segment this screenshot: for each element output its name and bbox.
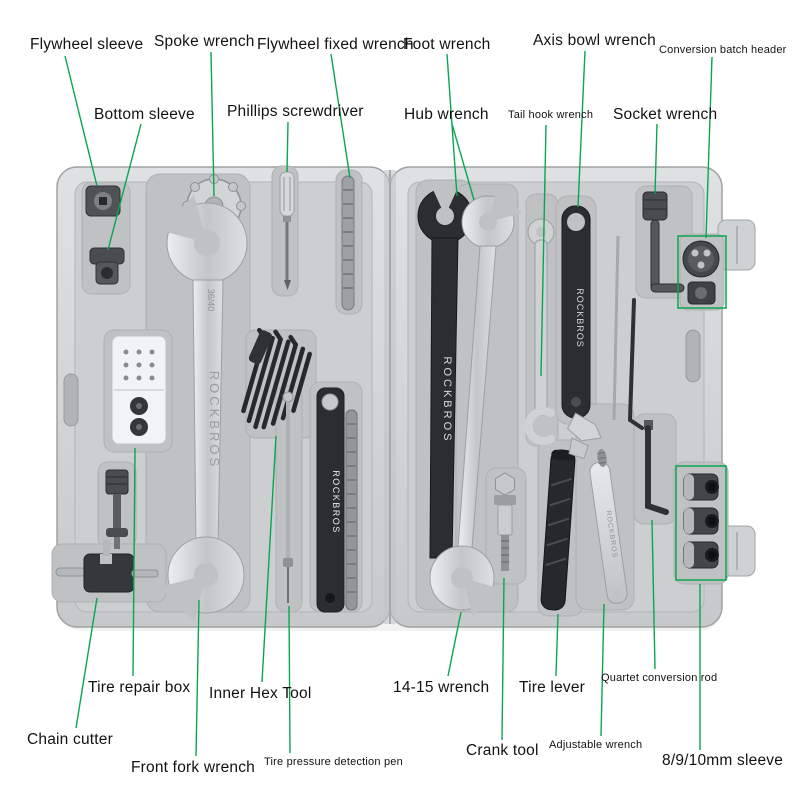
label-inner-hex-tool: Inner Hex Tool: [209, 685, 312, 702]
green-highlight-boxes: [675, 235, 727, 581]
tool-bottom-sleeve: [89, 247, 125, 285]
tool-phillips-screwdriver: [279, 171, 295, 290]
right-handle-slot: [685, 329, 701, 383]
tool-conversion-batch-header: [682, 240, 720, 305]
label-flywheel-fixed-wrench: Flywheel fixed wrench: [257, 36, 414, 53]
brand-marking: ROCKBROS: [575, 288, 585, 348]
label-adjustable-wrench: Adjustable wrench: [549, 739, 643, 751]
label-flywheel-sleeve: Flywheel sleeve: [30, 36, 144, 53]
tool-crank-tool: [494, 472, 516, 571]
tool-flywheel-sleeve: [85, 185, 121, 217]
tool-front-fork-wrench: 36/40 ROCKBROS: [159, 195, 248, 621]
label-front-fork-wrench: Front fork wrench: [131, 759, 255, 776]
label-tire-lever: Tire lever: [519, 679, 586, 696]
tool-axis-bowl-wrench: ROCKBROS: [561, 205, 591, 419]
tool-adjustable-wrench: ROCKBROS: [566, 412, 628, 604]
brand-marking: ROCKBROS: [207, 371, 222, 469]
brand-marking: ROCKBROS: [331, 470, 341, 534]
label-crank-tool: Crank tool: [466, 742, 539, 759]
tool-8-9-10-sleeves: [683, 473, 719, 569]
tool-tire-repair-box: [111, 335, 167, 445]
label-socket-wrench: Socket wrench: [613, 106, 718, 123]
label-quartet-conversion-rod: Quartet conversion rod: [601, 672, 718, 684]
label-tail-hook-wrench: Tail hook wrench: [508, 109, 594, 121]
tool-hub-14-15-wrench: [429, 188, 522, 616]
tool-tail-hook-wrench: [524, 218, 555, 445]
tool-tire-pressure-pen: [282, 391, 294, 603]
case-latch-top: [717, 219, 756, 271]
label-axis-bowl-wrench: Axis bowl wrench: [533, 32, 656, 49]
tool-flywheel-fixed-wrench-chain: [341, 175, 355, 311]
hex-holder-bracket: [248, 330, 273, 365]
brand-marking: ROCKBROS: [441, 357, 453, 444]
label-phillips-screwdriver: Phillips screwdriver: [227, 103, 364, 120]
wrench-size-marking: 36/40: [206, 289, 216, 312]
leader-lines: [64, 50, 713, 757]
tool-foot-wrench: ROCKBROS: [417, 183, 473, 559]
tool-chain-cutter: [55, 540, 159, 593]
label-hub-wrench: Hub wrench: [404, 106, 489, 123]
label-tire-repair-box: Tire repair box: [88, 679, 191, 696]
tool-valve-core-tool: [105, 469, 129, 549]
label-bottom-sleeve: Bottom sleeve: [94, 106, 195, 123]
label-8-9-10mm-sleeve: 8/9/10mm sleeve: [662, 752, 784, 769]
tool-chain-breaker-bar: ROCKBROS: [316, 387, 358, 613]
tool-quartet-conversion-rod: [644, 420, 669, 515]
label-14-15-wrench: 14-15 wrench: [393, 679, 490, 696]
tool-thin-rods: [612, 235, 644, 430]
tool-socket-wrench: [642, 191, 685, 293]
label-tire-pressure-detection-pen: Tire pressure detection pen: [264, 756, 403, 768]
label-chain-cutter: Chain cutter: [27, 731, 113, 748]
left-handle-slot: [63, 373, 79, 427]
label-spoke-wrench: Spoke wrench: [154, 33, 255, 50]
label-conversion-batch-header: Conversion batch header: [659, 44, 787, 56]
label-foot-wrench: Foot wrench: [403, 36, 491, 53]
